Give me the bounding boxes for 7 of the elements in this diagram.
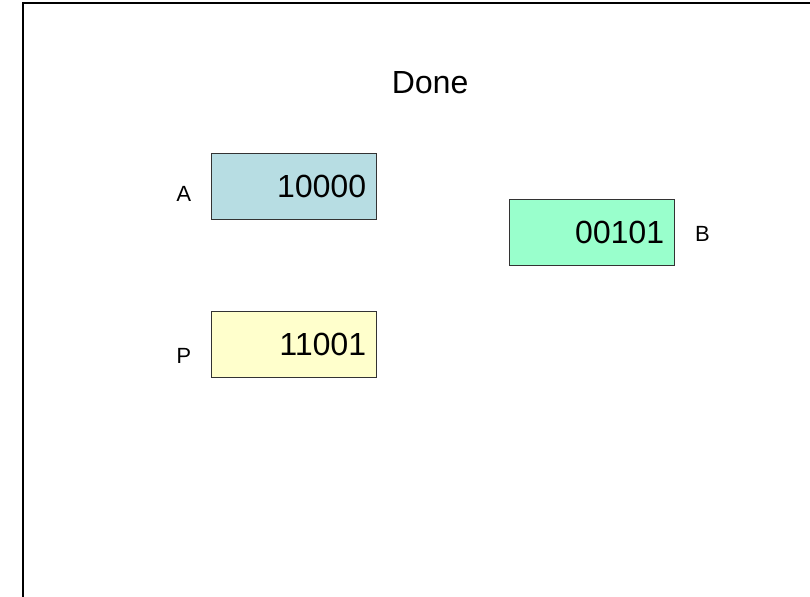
- register-name: A: [176, 181, 191, 207]
- value-box: 00101: [509, 199, 675, 266]
- register-name: B: [695, 221, 710, 247]
- title: Done: [390, 63, 470, 102]
- value-box: 11001: [211, 311, 377, 378]
- value-box: 10000: [211, 153, 377, 220]
- register-name: P: [176, 343, 191, 369]
